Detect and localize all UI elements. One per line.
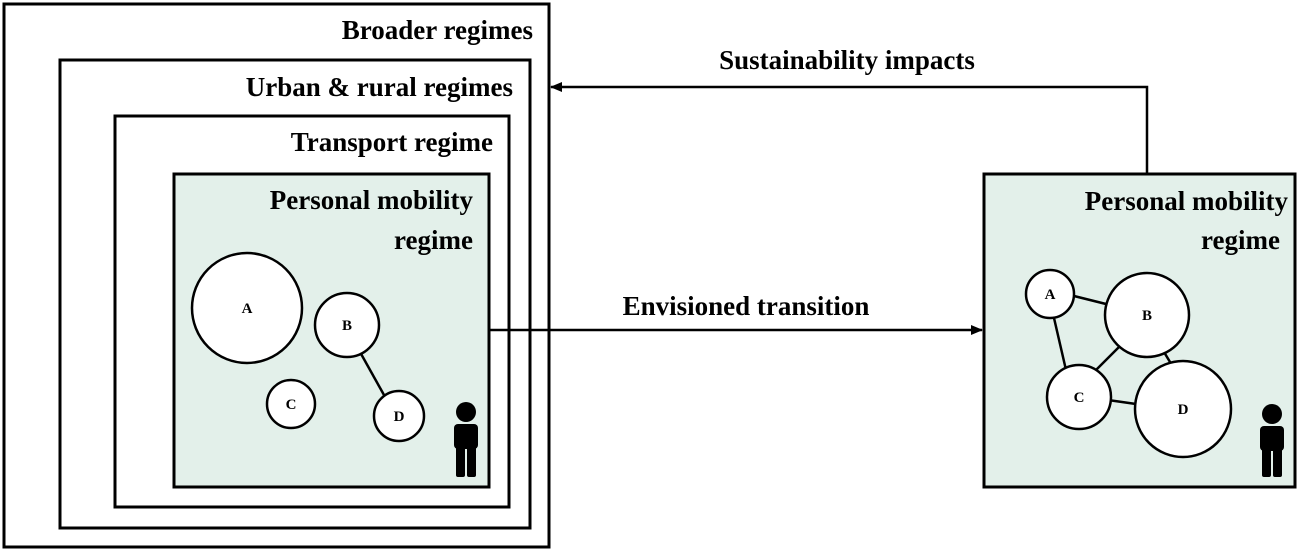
sustainability-impacts-arrow [550,82,1149,174]
node-b-left-label: B [342,318,352,334]
node-a-right [1024,268,1076,320]
link-a-c-right [1052,317,1068,371]
transport-regime-label: Transport regime [291,127,493,157]
envisioned-transition-label: Envisioned transition [623,291,870,321]
link-c-d-right [1107,398,1137,406]
node-b-left [313,291,381,359]
node-a-right-label: A [1045,287,1056,303]
link-b-c-right [1093,344,1122,373]
node-c-left-label: C [286,397,297,413]
sustainability-impacts-label: Sustainability impacts [719,45,975,75]
person-icon [454,402,478,477]
node-d-left [372,389,426,443]
broader-regimes-label: Broader regimes [342,15,533,45]
node-d-right [1133,359,1233,459]
personal-mobility-label-right-line1: Personal mobility [1085,186,1289,216]
link-a-b-right [1073,294,1107,306]
node-d-left-label: D [394,409,405,425]
node-c-left [265,378,317,430]
node-a-left-label: A [242,301,253,317]
personal-mobility-label-left-line2: regime [394,225,473,255]
node-c-right-label: C [1074,390,1085,406]
node-a-left [190,251,304,365]
personal-mobility-label-right-line2: regime [1201,225,1280,255]
urban-rural-regimes-label: Urban & rural regimes [246,72,513,102]
node-c-right [1045,363,1113,431]
node-b-right-label: B [1142,308,1152,324]
person-icon [1260,404,1284,477]
personal-mobility-label-left-line1: Personal mobility [270,185,474,215]
node-b-right [1103,271,1191,359]
link-b-d-left [358,351,386,396]
node-d-right-label: D [1178,402,1189,418]
